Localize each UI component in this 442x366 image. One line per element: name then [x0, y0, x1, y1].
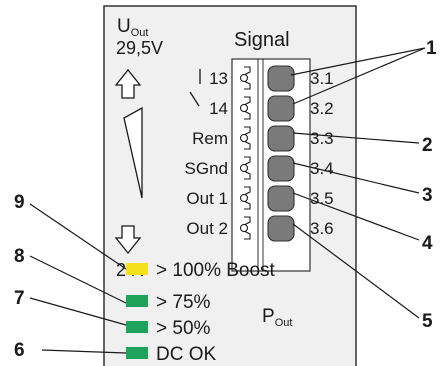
- callout-line-1a: [290, 47, 426, 76]
- terminal-label: Out 2: [186, 219, 228, 238]
- pin-number: 3.6: [310, 219, 334, 238]
- terminal-label: 13: [209, 69, 228, 88]
- terminal-release-button[interactable]: [267, 125, 295, 152]
- led-label: > 50%: [156, 318, 211, 339]
- callout-8: 8: [14, 246, 25, 267]
- callout-9: 9: [14, 192, 25, 213]
- signal-title: Signal: [234, 29, 290, 51]
- led-indicator: [126, 347, 148, 359]
- terminal-release-button[interactable]: [267, 185, 295, 212]
- wire-entry-icon: [239, 73, 249, 83]
- callout-4: 4: [422, 233, 433, 254]
- pin-number: 3.3: [310, 129, 334, 148]
- callout-6: 6: [14, 340, 25, 361]
- terminal-release-button[interactable]: [267, 215, 295, 242]
- callout-line-2: [292, 132, 420, 144]
- pin-number: 3.1: [310, 69, 334, 88]
- terminal-label: SGnd: [185, 159, 228, 178]
- led-indicator: [126, 321, 148, 333]
- led-label: > 100% Boost: [156, 260, 276, 281]
- wire-entry-icon: [239, 163, 249, 173]
- callout-line-8: [29, 255, 127, 304]
- wire-entry-icon: [239, 193, 249, 203]
- led-indicator: [126, 295, 148, 307]
- callout-line-5: [292, 223, 420, 319]
- relay-contact-switch: [189, 91, 200, 107]
- callout-3: 3: [422, 185, 433, 206]
- callout-line-3: [292, 162, 420, 194]
- callout-line-7: [29, 297, 127, 326]
- terminal-release-button[interactable]: [267, 65, 295, 92]
- up-arrow-icon: [114, 68, 142, 99]
- callout-1: 1: [426, 38, 437, 59]
- terminal-label: Rem: [192, 129, 228, 148]
- down-arrow-icon: [114, 225, 142, 255]
- led-indicators: > 100% Boost > 75% > 50% DC OK: [126, 260, 276, 365]
- callout-line-6: [41, 349, 127, 354]
- pin-number: 3.4: [310, 159, 334, 178]
- terminal-label: 14: [209, 99, 228, 118]
- wire-entry-icon: [239, 223, 249, 233]
- callout-line-9: [29, 203, 127, 270]
- callout-line-4: [292, 192, 420, 241]
- u-max-label: 29,5V: [116, 38, 163, 58]
- terminal-label: Out 1: [186, 189, 228, 208]
- terminal-release-button[interactable]: [267, 155, 295, 182]
- u-out-label: UOut: [117, 16, 148, 39]
- pin-number: 3.5: [310, 189, 334, 208]
- callout-2: 2: [422, 135, 433, 156]
- adjust-wedge-icon: [123, 106, 143, 199]
- led-label: > 75%: [156, 292, 211, 313]
- terminal-release-button[interactable]: [267, 95, 295, 122]
- callout-line-1b: [292, 47, 426, 105]
- led-label: DC OK: [156, 344, 217, 365]
- led-indicator: [126, 263, 148, 275]
- p-out-label: POut: [262, 306, 292, 329]
- wire-entry-icon: [239, 133, 249, 143]
- callout-7: 7: [14, 288, 25, 309]
- callout-lines: [29, 47, 426, 354]
- pin-number: 3.2: [310, 99, 334, 118]
- callout-5: 5: [422, 311, 433, 332]
- wire-entry-icon: [239, 103, 249, 113]
